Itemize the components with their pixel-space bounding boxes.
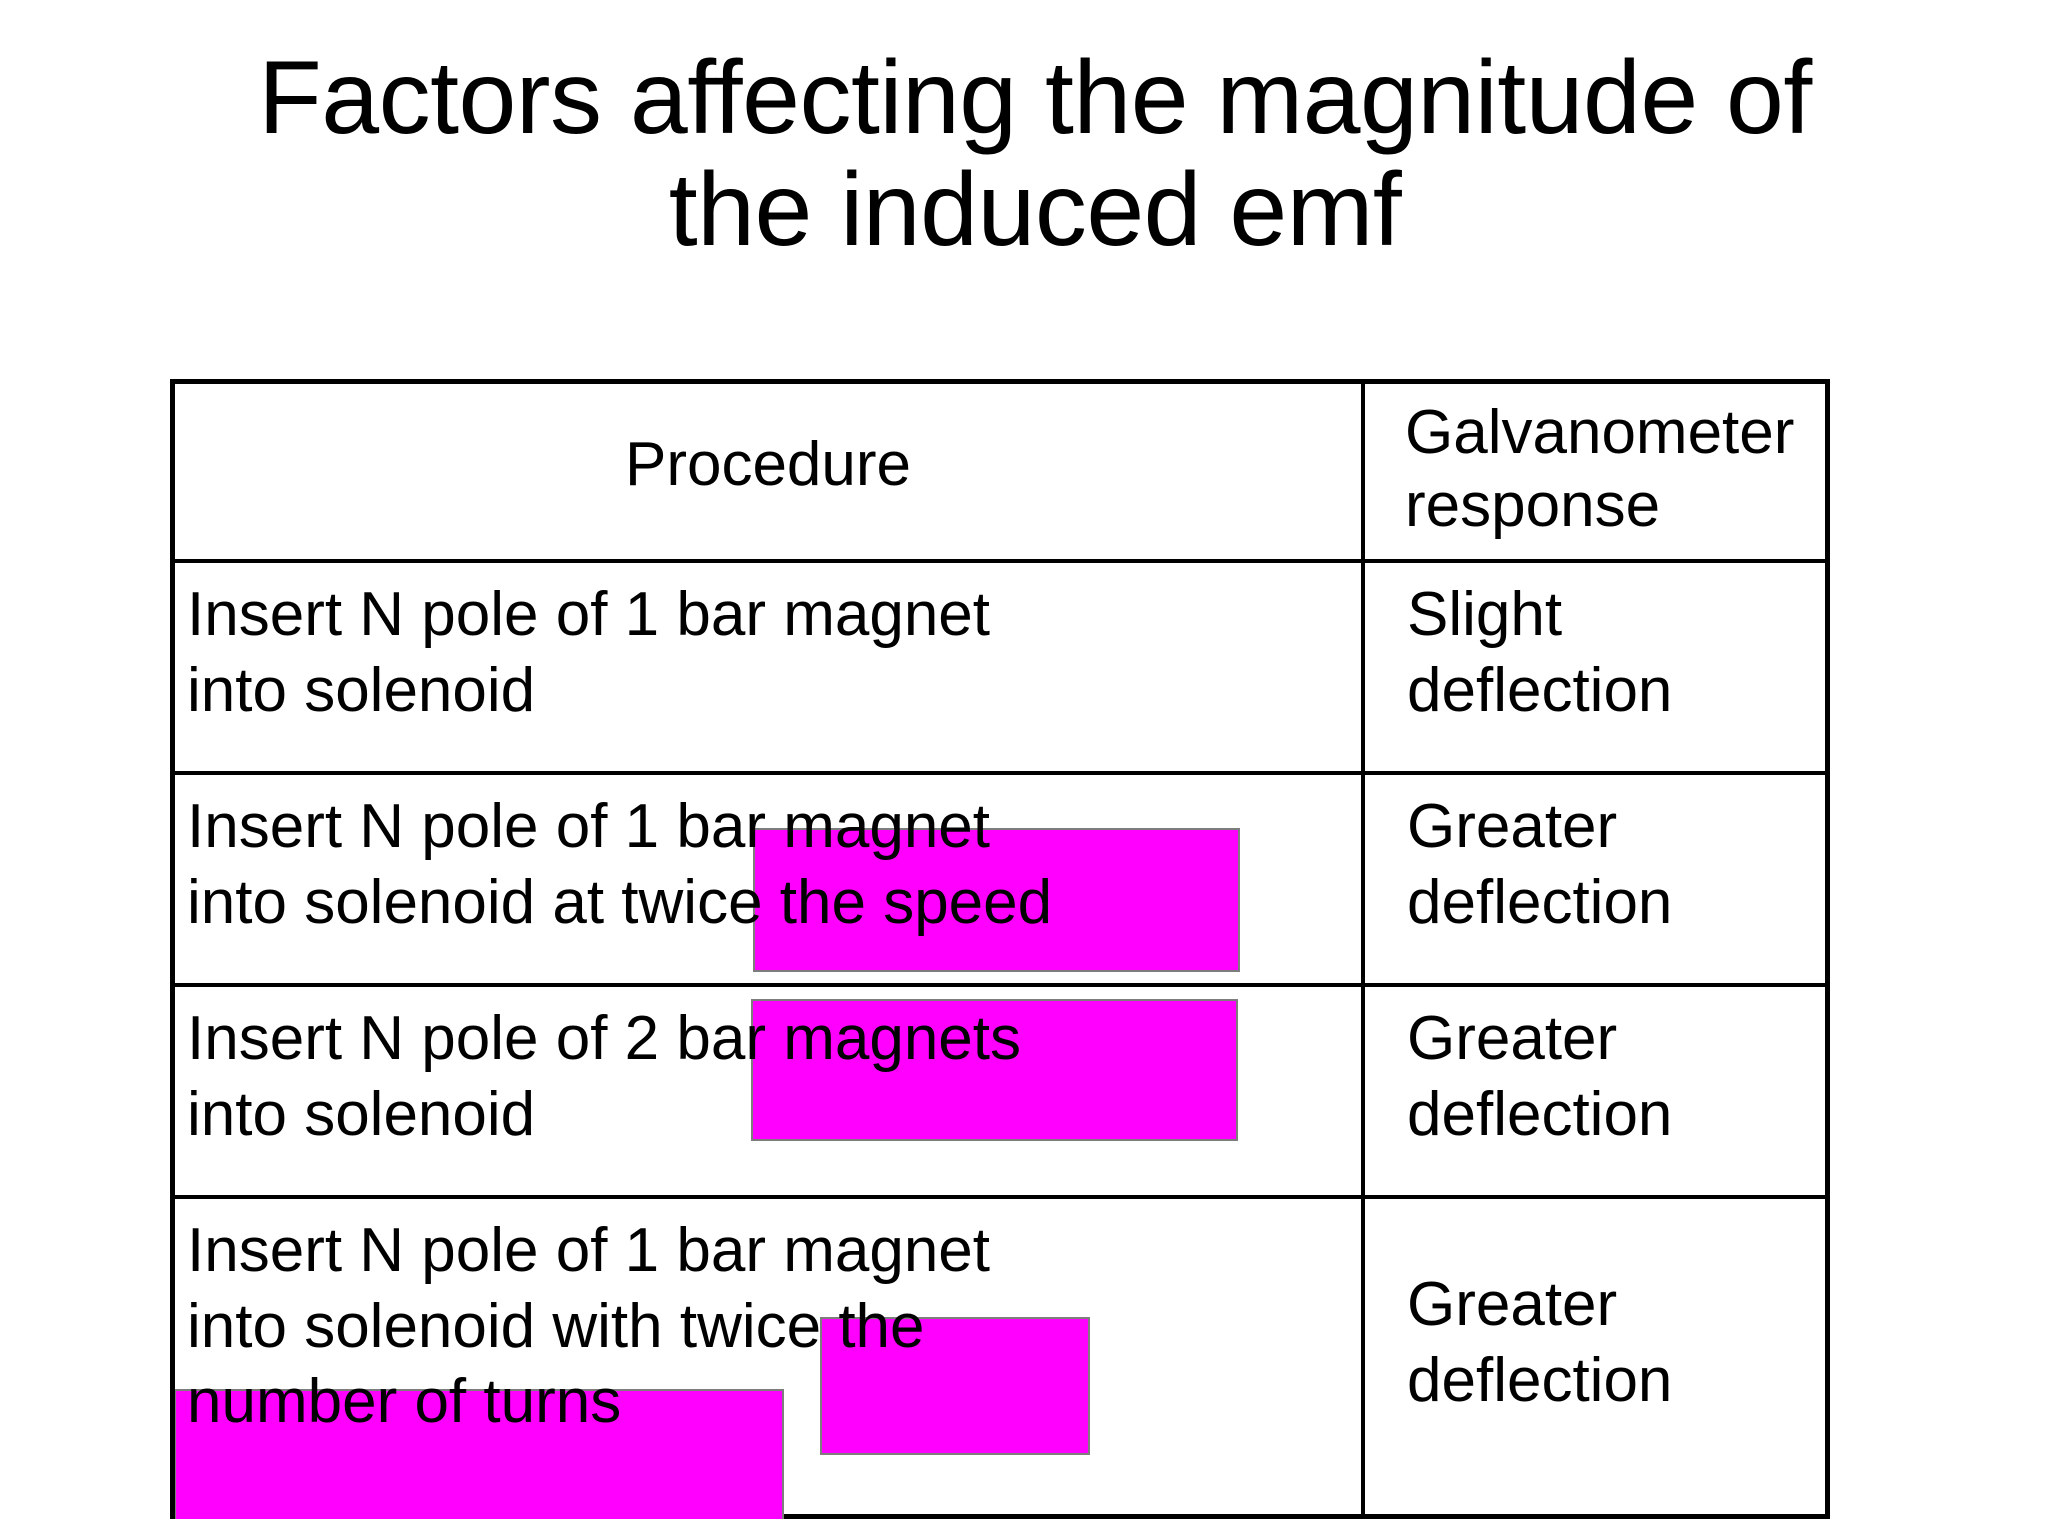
table-header-row: Procedure Galvanometer response xyxy=(175,384,1825,563)
procedure-text-3: Insert N pole of 2 bar magnets into sole… xyxy=(187,1004,1022,1149)
header-cell-response: Galvanometer response xyxy=(1365,384,1825,559)
table-row: Insert N pole of 1 bar magnet into solen… xyxy=(175,563,1825,775)
cell-procedure-2: Insert N pole of 1 bar magnet into solen… xyxy=(175,775,1365,983)
table-row: Insert N pole of 1 bar magnet into solen… xyxy=(175,1199,1825,1519)
highlight-box-2-bar-magnets xyxy=(751,999,1238,1141)
procedure-text-4: Insert N pole of 1 bar magnet into solen… xyxy=(187,1216,991,1437)
highlight-box-number-of-turns xyxy=(175,1389,784,1519)
page-title: Factors affecting the magnitude of the i… xyxy=(258,40,1812,269)
response-text-3: Greater deflection xyxy=(1407,1004,1673,1149)
table-row: Insert N pole of 2 bar magnets into sole… xyxy=(175,987,1825,1199)
highlight-box-twice-the-speed xyxy=(753,828,1240,972)
procedure-text-1: Insert N pole of 1 bar magnet into solen… xyxy=(187,580,991,725)
header-label-procedure: Procedure xyxy=(624,430,912,499)
response-text-2: Greater deflection xyxy=(1407,792,1673,937)
highlight-box-twice-the xyxy=(820,1317,1090,1455)
cell-procedure-4: Insert N pole of 1 bar magnet into solen… xyxy=(175,1199,1365,1519)
cell-response-4: Greater deflection xyxy=(1365,1199,1825,1514)
table-row: Insert N pole of 1 bar magnet into solen… xyxy=(175,775,1825,987)
header-cell-procedure: Procedure xyxy=(175,384,1365,559)
cell-response-2: Greater deflection xyxy=(1365,775,1825,983)
procedure-text-2: Insert N pole of 1 bar magnet into solen… xyxy=(187,792,1053,937)
cell-procedure-3: Insert N pole of 2 bar magnets into sole… xyxy=(175,987,1365,1195)
cell-response-3: Greater deflection xyxy=(1365,987,1825,1195)
response-text-1: Slight deflection xyxy=(1407,580,1673,725)
cell-procedure-1: Insert N pole of 1 bar magnet into solen… xyxy=(175,563,1365,771)
factors-table: Procedure Galvanometer response Insert N… xyxy=(170,379,1830,1519)
cell-response-1: Slight deflection xyxy=(1365,563,1825,771)
response-text-4: Greater deflection xyxy=(1407,1270,1673,1415)
header-label-response: Galvanometer response xyxy=(1405,398,1795,541)
